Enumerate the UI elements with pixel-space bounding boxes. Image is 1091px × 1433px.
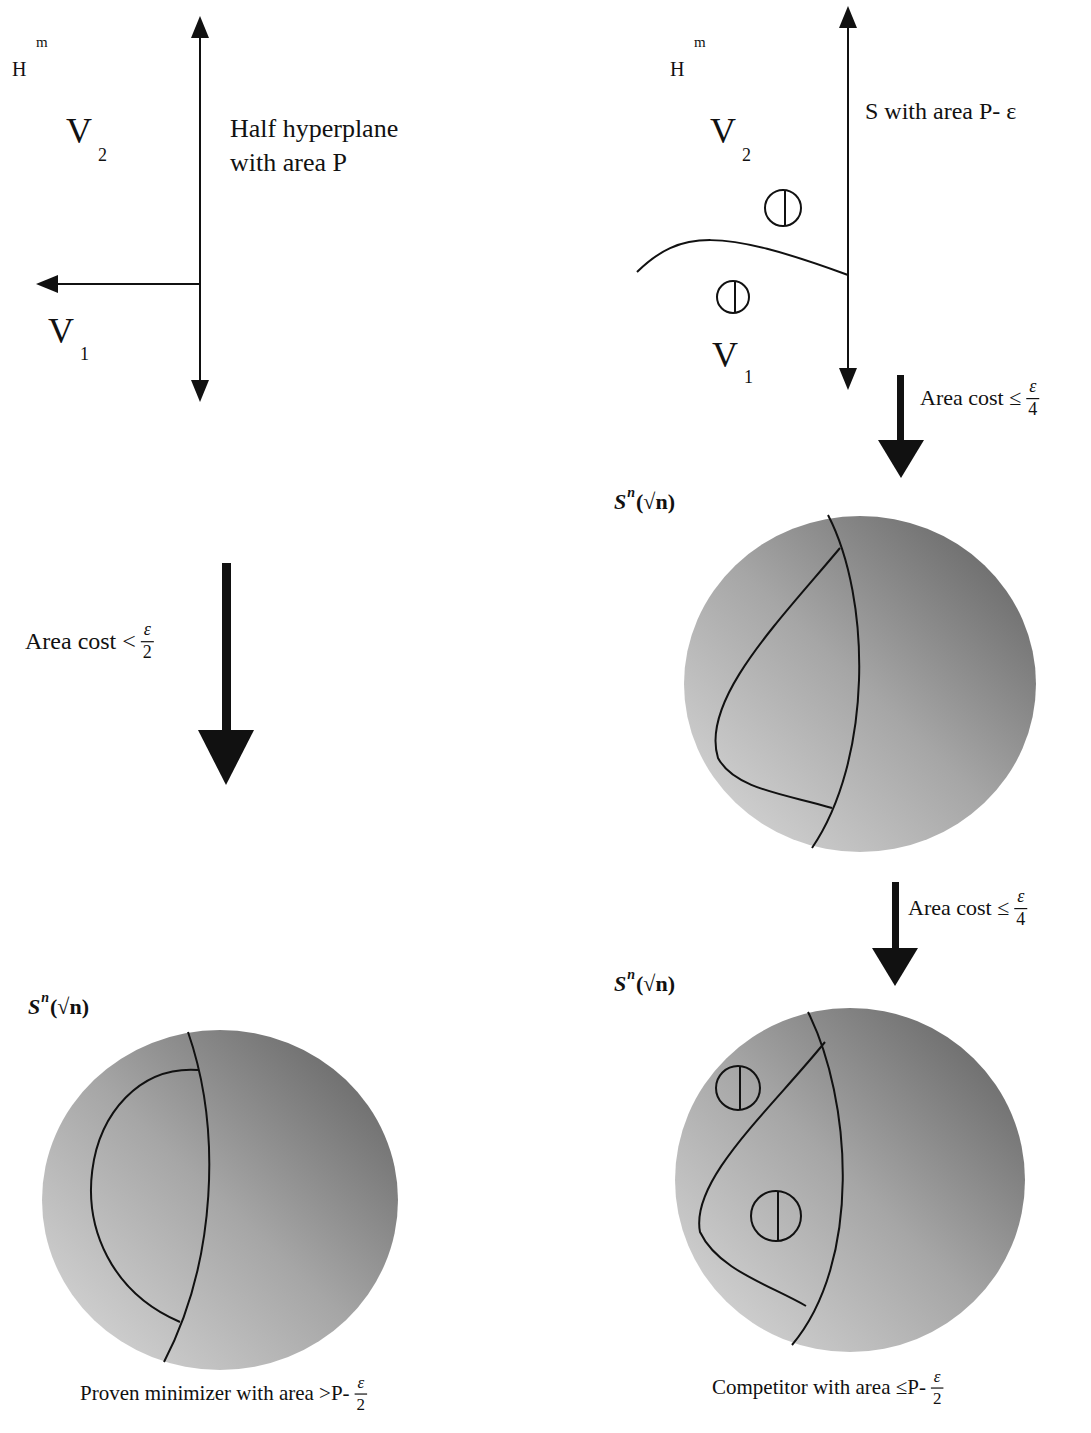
label-text: S — [614, 490, 626, 514]
label-text: n — [627, 485, 635, 500]
axis-line — [52, 283, 200, 285]
label-text: S — [28, 995, 40, 1019]
big-arrow — [222, 563, 231, 733]
label-text: m — [36, 34, 48, 51]
small-sphere — [716, 1066, 760, 1110]
label-text: Half hyperplane with area P — [230, 112, 430, 180]
big-arrow-head — [198, 730, 254, 785]
sphere — [675, 1008, 1025, 1352]
fraction-bar — [141, 641, 154, 642]
big-arrow — [892, 882, 899, 950]
label-text: 4 — [1016, 910, 1025, 930]
small-sphere — [765, 190, 801, 226]
fraction-bar — [1026, 398, 1039, 399]
arrow-head — [839, 6, 857, 28]
label-text: n — [627, 967, 635, 982]
arrow-head — [36, 275, 58, 293]
surface-curve — [699, 1042, 825, 1306]
label-text: ε — [358, 1374, 365, 1393]
label-text: ε — [144, 620, 151, 640]
hyperplane-line — [847, 24, 849, 372]
sphere — [42, 1030, 398, 1370]
surface-curve — [91, 1070, 198, 1322]
arrow-head — [191, 380, 209, 402]
sphere — [684, 516, 1036, 852]
meridian — [792, 1012, 843, 1345]
label-text: V — [712, 336, 738, 376]
label-text: 1 — [744, 368, 753, 388]
label-text: 2 — [933, 1390, 942, 1409]
label-text: 1 — [80, 345, 89, 365]
label-text: (√n) — [636, 490, 675, 514]
label-text: S with area P- ε — [865, 98, 1016, 124]
label-text: 2 — [742, 146, 751, 166]
label-text: V — [48, 312, 74, 352]
label-text: (√n) — [636, 972, 675, 996]
fraction-bar — [931, 1387, 944, 1388]
label-text: m — [694, 34, 706, 51]
label-text: Area cost < — [25, 628, 136, 654]
label-text: V — [66, 112, 92, 152]
meridian — [812, 515, 859, 848]
label-text: 2 — [143, 643, 152, 663]
label-text: Proven minimizer with area >P- — [80, 1382, 350, 1405]
label-text: ε — [1029, 377, 1036, 397]
label-text: 2 — [357, 1396, 366, 1415]
label-text: (√n) — [50, 995, 89, 1019]
small-sphere — [751, 1191, 801, 1241]
fraction-bar — [1014, 908, 1027, 909]
label-text: Area cost ≤ — [908, 896, 1009, 920]
label-text: n — [41, 990, 49, 1005]
big-arrow-head — [878, 440, 924, 478]
fraction-bar — [355, 1393, 368, 1394]
big-arrow-head — [872, 948, 918, 986]
label-text: H — [12, 58, 26, 80]
label-text: Competitor with area ≤P- — [712, 1376, 926, 1399]
label-text: H — [670, 58, 684, 80]
surface-curve — [637, 240, 848, 275]
label-text: ε — [934, 1368, 941, 1387]
label-text: Area cost ≤ — [920, 386, 1021, 410]
label-text: S — [614, 972, 626, 996]
label-text: V — [710, 112, 736, 152]
arrow-head — [839, 368, 857, 390]
label-text: ε — [1017, 887, 1024, 907]
hyperplane-line — [199, 34, 201, 384]
surface-curve — [715, 548, 840, 808]
label-text: 4 — [1028, 400, 1037, 420]
arrow-head — [191, 16, 209, 38]
small-sphere — [717, 281, 749, 313]
meridian — [164, 1032, 209, 1362]
label-text: 2 — [98, 146, 107, 166]
big-arrow — [897, 375, 904, 442]
